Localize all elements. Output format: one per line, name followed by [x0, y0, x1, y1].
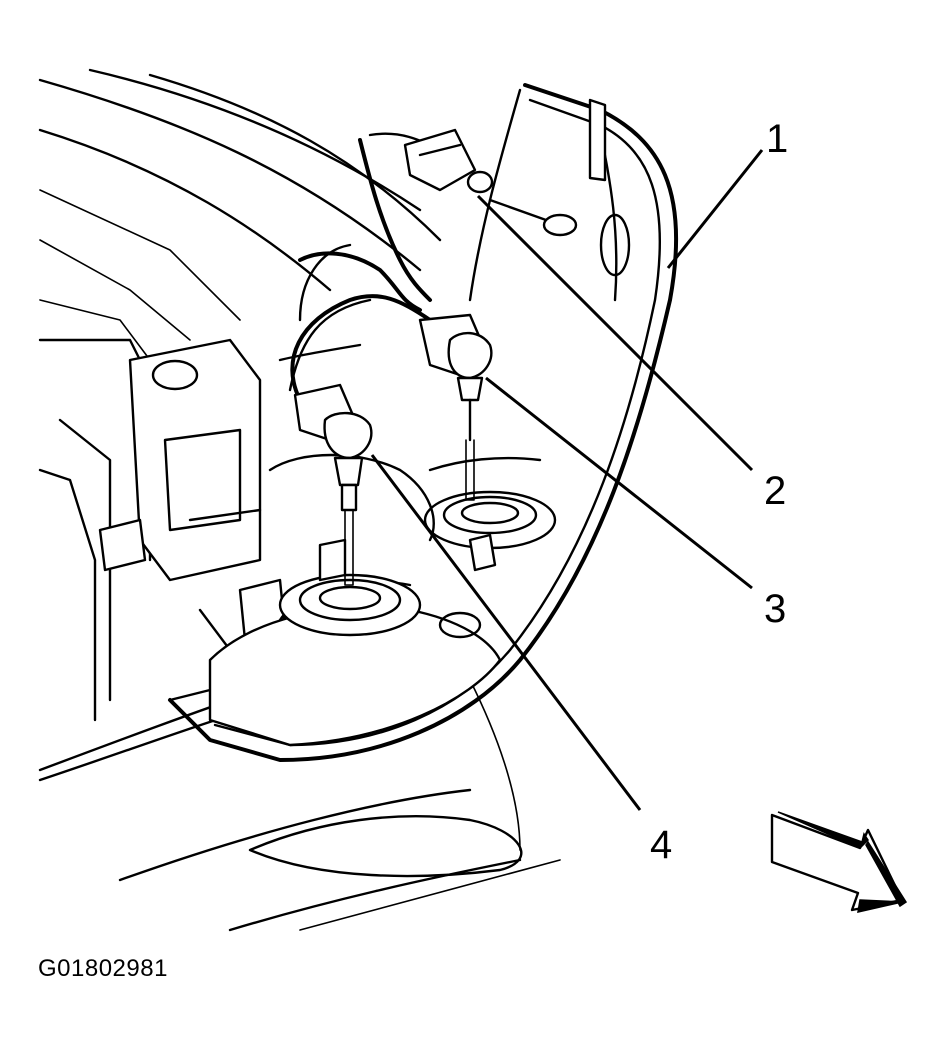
leader-lines — [370, 149, 764, 811]
wiring-harness — [278, 132, 442, 402]
callout-2: 2 — [764, 469, 786, 513]
callout-3: 3 — [764, 587, 786, 631]
high-beam-bulb — [418, 313, 493, 501]
callout-1: 1 — [766, 117, 788, 161]
figure-id: G01802981 — [38, 955, 168, 982]
callout-4: 4 — [650, 823, 672, 867]
turn-signal-bulb-socket — [403, 128, 578, 237]
headlamp-housing — [168, 83, 679, 762]
low-beam-bulb — [293, 383, 373, 586]
vehicle-body — [38, 68, 561, 932]
front-of-vehicle-arrow-icon — [770, 811, 908, 913]
